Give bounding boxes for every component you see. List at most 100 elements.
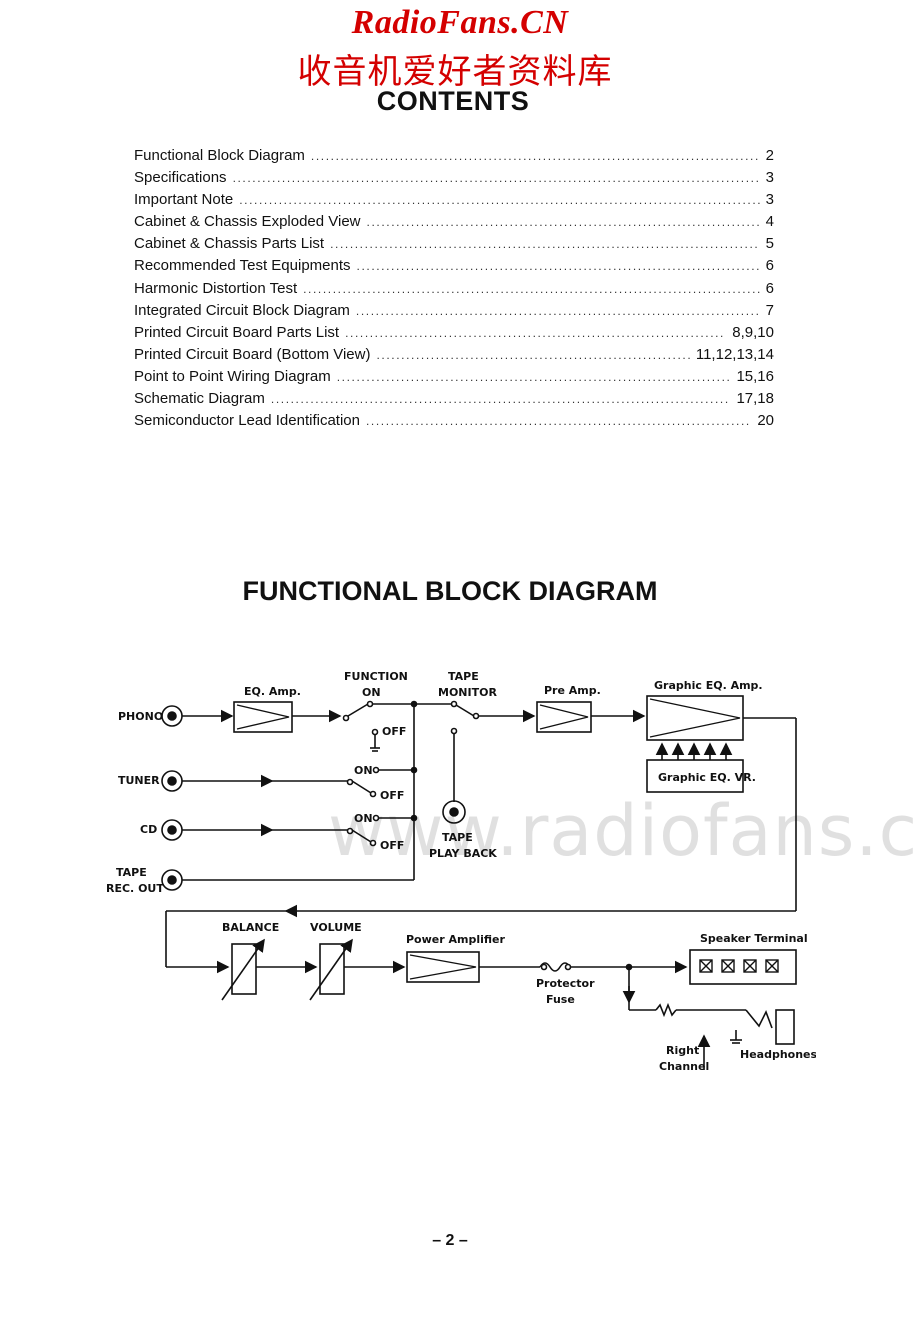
toc-label: Cabinet & Chassis Exploded View xyxy=(134,213,361,231)
power-amplifier-label: Power Amplifier xyxy=(406,933,506,946)
tuner-jack xyxy=(161,770,183,792)
cd-label: CD xyxy=(140,823,157,836)
block-diagram-heading: FUNCTIONAL BLOCK DIAGRAM xyxy=(242,576,658,606)
cd-off-label: OFF xyxy=(380,839,404,852)
graphic-eq-amp-label: Graphic EQ. Amp. xyxy=(654,679,763,692)
toc-leader xyxy=(311,145,760,167)
toc-entry[interactable]: Integrated Circuit Block Diagram 7 xyxy=(134,300,774,322)
speaker-terminal xyxy=(689,949,797,985)
graphic-eq-vr-label: Graphic EQ. VR. xyxy=(658,771,756,784)
tape-rec-out-label-2: REC. OUT xyxy=(106,882,164,895)
speaker-terminal-label: Speaker Terminal xyxy=(700,932,808,945)
eq-amp-label: EQ. Amp. xyxy=(244,685,301,698)
toc-leader xyxy=(376,344,689,366)
tape-monitor-label-1: TAPE xyxy=(448,670,479,683)
toc-entry[interactable]: Cabinet & Chassis Parts List 5 xyxy=(134,233,774,255)
graphic-eq-amp-block xyxy=(646,695,744,741)
watermark-subtitle: 收音机爱好者资料库 xyxy=(297,52,613,92)
toc-entry[interactable]: Important Note 3 xyxy=(134,189,774,211)
headphones-label: Headphones xyxy=(740,1048,816,1061)
headphones-jack xyxy=(745,1009,773,1029)
toc-page: 3 xyxy=(765,191,774,209)
toc-page: 2 xyxy=(765,147,774,164)
protector-fuse-label-2: Fuse xyxy=(546,993,575,1006)
right-channel-label-1: Right xyxy=(666,1044,699,1057)
toc-page: 5 xyxy=(765,235,774,253)
toc-label: Semiconductor Lead Identification xyxy=(134,412,360,430)
tape-play-back-label-2: PLAY BACK xyxy=(429,847,497,860)
toc-page: 8,9,10 xyxy=(732,323,774,341)
toc-label: Functional Block Diagram xyxy=(134,147,305,164)
toc-page: 15,16 xyxy=(736,367,774,385)
toc-leader xyxy=(303,278,760,300)
toc-entry[interactable]: Specifications 3 xyxy=(134,167,774,189)
toc-leader xyxy=(367,211,760,233)
toc-page: 11,12,13,14 xyxy=(695,345,774,363)
tuner-off-label: OFF xyxy=(380,789,404,802)
toc-label: Printed Circuit Board (Bottom View) xyxy=(134,345,371,363)
eq-amp-block xyxy=(233,701,293,733)
toc-entry[interactable]: Printed Circuit Board (Bottom View) 11,12… xyxy=(134,344,774,366)
toc-leader xyxy=(330,233,760,255)
pre-amp-label: Pre Amp. xyxy=(544,684,601,697)
toc-label: Cabinet & Chassis Parts List xyxy=(134,235,325,253)
toc-page: 6 xyxy=(765,257,774,275)
protector-fuse xyxy=(539,962,571,972)
toc-label: Schematic Diagram xyxy=(134,390,265,408)
functional-block-diagram: PHONO TUNER CD TAPE REC. OUT EQ. Amp. FU… xyxy=(106,670,816,1073)
toc-label: Integrated Circuit Block Diagram xyxy=(134,301,350,319)
watermark-url: www.radiofans.c xyxy=(328,790,919,872)
toc-leader xyxy=(271,388,731,410)
toc-page: 7 xyxy=(765,301,774,319)
phono-jack xyxy=(161,705,183,727)
toc-leader xyxy=(366,410,751,432)
cd-on-label: ON xyxy=(354,812,373,825)
toc-page: 6 xyxy=(765,279,774,297)
graphic-eq-vr-block xyxy=(646,759,744,793)
tuner-label: TUNER xyxy=(118,774,160,787)
balance-label: BALANCE xyxy=(222,921,279,934)
page-number: – 2 – xyxy=(432,1232,468,1249)
toc-leader xyxy=(357,255,760,277)
cd-jack xyxy=(161,819,183,841)
toc-leader xyxy=(233,167,760,189)
toc-label: Specifications xyxy=(134,169,227,187)
toc-label: Printed Circuit Board Parts List xyxy=(134,323,340,341)
toc-entry[interactable]: Printed Circuit Board Parts List 8,9,10 xyxy=(134,322,774,344)
toc-entry[interactable]: Functional Block Diagram 2 xyxy=(134,145,774,167)
tuner-on-label: ON xyxy=(354,764,373,777)
table-of-contents: Functional Block Diagram 2 Specifications… xyxy=(134,145,774,432)
toc-page: 3 xyxy=(765,169,774,187)
protector-fuse-label-1: Protector xyxy=(536,977,595,990)
toc-label: Point to Point Wiring Diagram xyxy=(134,367,331,385)
toc-page: 4 xyxy=(765,213,774,231)
tape-play-back-jack xyxy=(442,800,466,824)
tape-rec-out-label-1: TAPE xyxy=(116,866,147,879)
toc-entry[interactable]: Cabinet & Chassis Exploded View 4 xyxy=(134,211,774,233)
toc-entry[interactable]: Recommended Test Equipments 6 xyxy=(134,255,774,277)
toc-label: Recommended Test Equipments xyxy=(134,257,351,275)
toc-label: Harmonic Distortion Test xyxy=(134,279,298,297)
function-label: FUNCTION xyxy=(344,670,408,683)
toc-entry[interactable]: Point to Point Wiring Diagram 15,16 xyxy=(134,366,774,388)
tape-play-back-label-1: TAPE xyxy=(442,831,473,844)
volume-control xyxy=(319,943,345,995)
toc-entry[interactable]: Schematic Diagram 17,18 xyxy=(134,388,774,410)
tape-monitor-label-2: MONITOR xyxy=(438,686,497,699)
phono-label: PHONO xyxy=(118,710,163,723)
volume-label: VOLUME xyxy=(310,921,362,934)
toc-leader xyxy=(345,322,726,344)
toc-page: 17,18 xyxy=(736,390,774,408)
pre-amp-block xyxy=(536,701,592,733)
contents-heading: CONTENTS xyxy=(376,86,530,116)
watermark-title: RadioFans.CN xyxy=(351,4,569,41)
toc-leader xyxy=(356,300,760,322)
toc-label: Important Note xyxy=(134,191,234,209)
toc-entry[interactable]: Semiconductor Lead Identification20 xyxy=(134,410,774,432)
function-on-label: ON xyxy=(362,686,381,699)
right-channel-label-2: Channel xyxy=(659,1060,709,1073)
tape-rec-out-jack xyxy=(161,869,183,891)
toc-entry[interactable]: Harmonic Distortion Test 6 xyxy=(134,278,774,300)
function-off-label: OFF xyxy=(382,725,406,738)
toc-leader xyxy=(239,189,759,211)
